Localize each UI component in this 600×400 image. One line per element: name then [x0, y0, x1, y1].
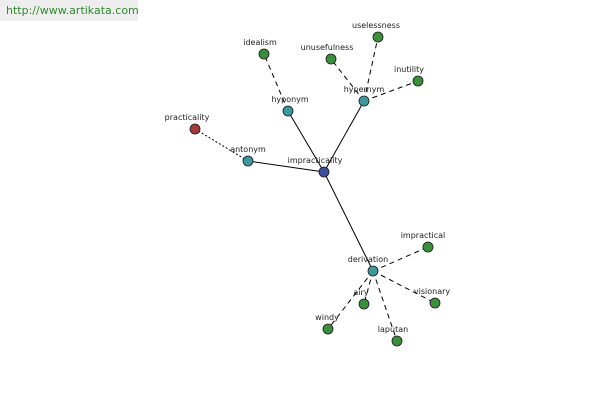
node-impracticality[interactable]: impracticality	[288, 156, 343, 178]
edge-hypernym-unusefulness	[330, 58, 365, 102]
node-marker-hyponym[interactable]	[282, 105, 294, 117]
edge-hypernym-uselessness	[363, 36, 379, 102]
node-inutility[interactable]: inutility	[394, 65, 424, 87]
edge-hypernym-inutility	[363, 80, 419, 102]
node-marker-uselessness[interactable]	[372, 31, 384, 43]
edge-derivation-airy	[363, 270, 374, 305]
node-marker-antonym[interactable]	[242, 155, 254, 167]
node-marker-impractical[interactable]	[422, 241, 434, 253]
site-url-link[interactable]: http://www.artikata.com	[6, 4, 139, 17]
node-hypernym[interactable]: hypernym	[344, 85, 385, 107]
edge-derivation-impractical	[372, 246, 429, 272]
node-impractical[interactable]: impractical	[401, 231, 446, 253]
node-unusefulness[interactable]: unusefulness	[301, 43, 354, 65]
edge-hyponym-idealism	[263, 53, 289, 112]
node-marker-airy[interactable]	[358, 298, 370, 310]
edge-impracticality-antonym	[247, 160, 325, 173]
edge-impracticality-hypernym	[323, 100, 365, 173]
nodes-layer: impracticality hyponym hypernym antonym deri…	[165, 21, 451, 347]
node-laputan[interactable]: laputan	[378, 325, 408, 347]
edge-derivation-visionary	[372, 270, 436, 304]
node-label-idealism: idealism	[243, 38, 277, 47]
node-marker-hypernym[interactable]	[358, 95, 370, 107]
node-marker-idealism[interactable]	[258, 48, 270, 60]
node-marker-windy[interactable]	[322, 323, 334, 335]
node-antonym[interactable]: antonym	[230, 145, 266, 167]
node-label-hypernym: hypernym	[344, 85, 385, 94]
edge-derivation-windy	[327, 270, 374, 330]
node-marker-inutility[interactable]	[412, 75, 424, 87]
node-marker-derivation[interactable]	[367, 265, 379, 277]
node-label-airy: airy	[353, 288, 368, 297]
node-visionary[interactable]: visionary	[414, 287, 451, 309]
node-practicality[interactable]: practicality	[165, 113, 210, 135]
node-airy[interactable]: airy	[353, 288, 370, 310]
node-derivation[interactable]: derivation	[348, 255, 388, 277]
node-label-antonym: antonym	[230, 145, 266, 154]
url-banner: http://www.artikata.com	[0, 0, 139, 21]
node-marker-unusefulness[interactable]	[325, 53, 337, 65]
node-label-inutility: inutility	[394, 65, 424, 74]
edge-derivation-laputan	[372, 270, 398, 342]
edge-impracticality-hyponym	[287, 110, 325, 173]
node-label-impractical: impractical	[401, 231, 446, 240]
edge-impracticality-derivation	[323, 171, 374, 272]
edges-layer	[194, 36, 436, 342]
node-windy[interactable]: windy	[315, 313, 339, 335]
node-label-uselessness: uselessness	[352, 21, 400, 30]
node-marker-practicality[interactable]	[189, 123, 201, 135]
node-label-visionary: visionary	[414, 287, 451, 296]
node-label-unusefulness: unusefulness	[301, 43, 354, 52]
node-label-practicality: practicality	[165, 113, 210, 122]
node-label-hyponym: hyponym	[271, 95, 309, 104]
node-label-windy: windy	[315, 313, 339, 322]
node-idealism[interactable]: idealism	[243, 38, 277, 60]
node-uselessness[interactable]: uselessness	[352, 21, 400, 43]
node-label-derivation: derivation	[348, 255, 388, 264]
node-marker-laputan[interactable]	[391, 335, 403, 347]
node-marker-visionary[interactable]	[429, 297, 441, 309]
node-label-impracticality: impracticality	[288, 156, 343, 165]
node-label-laputan: laputan	[378, 325, 408, 334]
node-marker-impracticality[interactable]	[318, 166, 330, 178]
node-hyponym[interactable]: hyponym	[271, 95, 309, 117]
